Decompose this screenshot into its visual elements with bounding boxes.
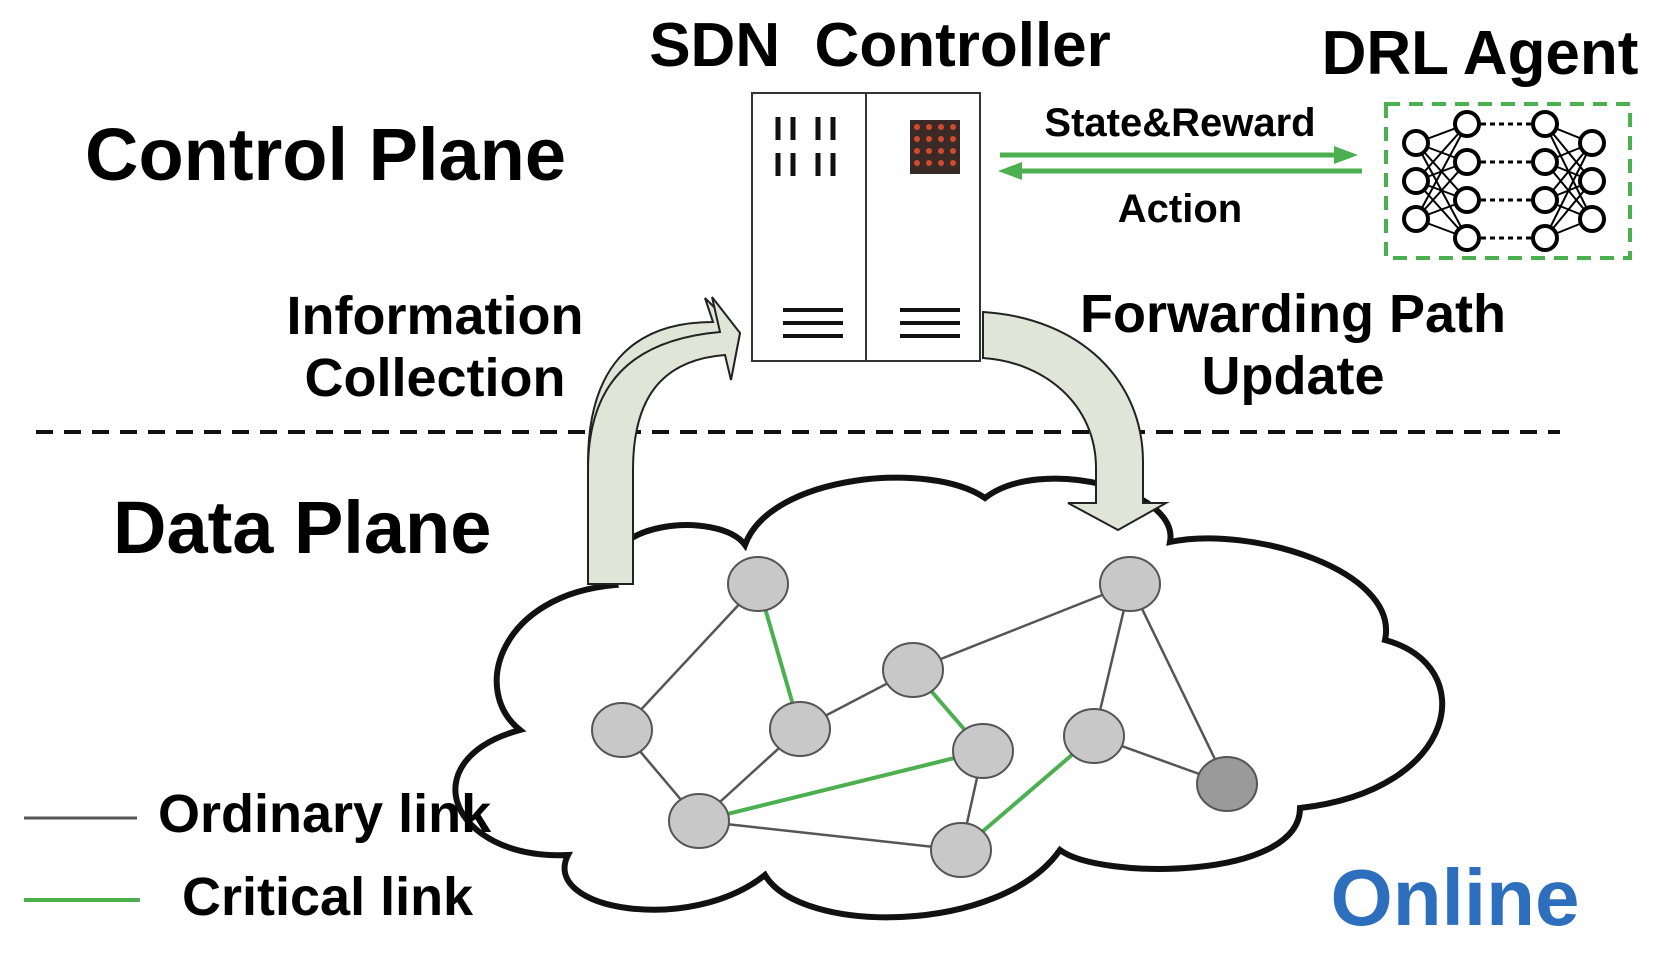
state-reward-label: State&Reward <box>1044 101 1315 145</box>
action-label: Action <box>1118 187 1242 231</box>
information-collection-line1: Information <box>287 286 584 346</box>
network-node <box>1196 756 1258 812</box>
network-node <box>591 702 653 758</box>
drl-agent-title: DRL Agent <box>1322 19 1639 88</box>
data-plane-label: Data Plane <box>113 486 491 569</box>
sdn-controller-title: SDN Controller <box>649 11 1111 80</box>
network-node <box>1063 708 1125 764</box>
information-collection-arrow-body <box>587 296 742 585</box>
link-n6-n10 <box>698 819 962 852</box>
forwarding-path-update-line2: Update <box>1201 346 1384 406</box>
network-node <box>769 701 831 757</box>
legend-ordinary-label: Ordinary link <box>158 784 492 844</box>
state-reward-arrow <box>1000 146 1358 164</box>
neural-network-icon <box>1384 102 1632 260</box>
link-n1-n3 <box>621 583 759 731</box>
network-node <box>1099 556 1161 612</box>
network-node <box>952 723 1014 779</box>
legend-critical-label: Critical link <box>182 867 474 927</box>
link-n6-n7 <box>698 749 984 823</box>
network-nodes <box>591 556 1258 878</box>
network-node <box>930 822 992 878</box>
control-plane-label: Control Plane <box>85 113 566 196</box>
link-n5-n2 <box>912 582 1131 672</box>
network-node <box>668 793 730 849</box>
online-label: Online <box>1331 853 1580 942</box>
controller-server-icon <box>751 92 981 362</box>
link-n2-n9 <box>1128 583 1229 785</box>
action-arrow <box>998 162 1362 180</box>
legend: Ordinary link Critical link <box>24 784 492 927</box>
forwarding-path-arrow <box>982 310 1170 532</box>
network-node <box>882 642 944 698</box>
forwarding-path-update-line1: Forwarding Path <box>1080 284 1506 344</box>
information-collection-line2: Collection <box>304 348 565 408</box>
network-node <box>727 556 789 612</box>
